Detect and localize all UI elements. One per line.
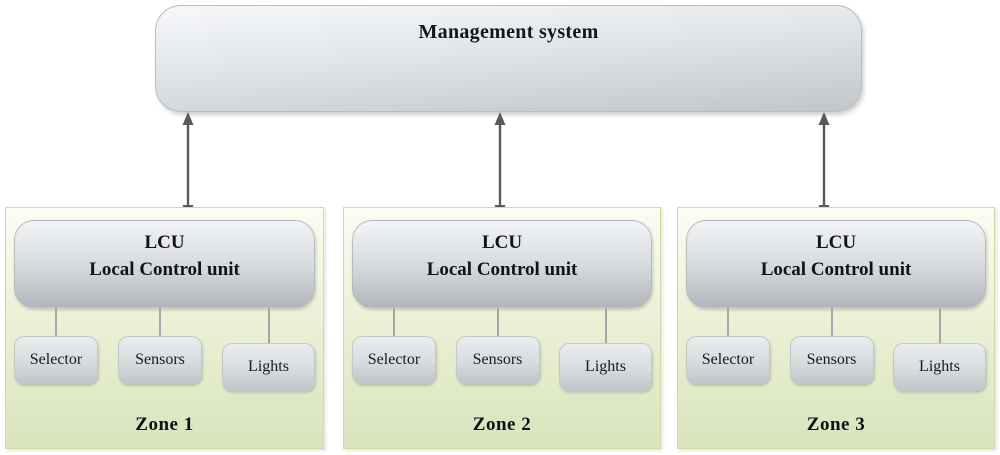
zone3-container: LCU Local Control unit Selector Sensors … <box>677 207 995 449</box>
connector-line <box>604 308 607 343</box>
lcu-title: LCU <box>144 232 185 253</box>
branch-lights: Lights <box>893 308 986 391</box>
sensors-box: Sensors <box>789 336 874 384</box>
selector-box: Selector <box>686 336 770 384</box>
zone2-label: Zone 2 <box>472 414 532 435</box>
branch-sensors: Sensors <box>789 308 874 384</box>
double-arrow-management-zone2-icon <box>494 112 506 218</box>
branch-selector: Selector <box>352 308 436 384</box>
branch-selector: Selector <box>14 308 98 384</box>
connector-line <box>938 308 941 343</box>
double-arrow-management-zone1-icon <box>182 112 194 218</box>
lcu-subtitle: Local Control unit <box>89 258 240 280</box>
zone2-branches: Selector Sensors Lights <box>344 308 660 391</box>
branch-lights: Lights <box>222 308 315 391</box>
zone3-label: Zone 3 <box>806 414 866 435</box>
double-arrow-management-zone3-icon <box>818 112 830 218</box>
lights-box: Lights <box>222 343 315 391</box>
lcu-subtitle: Local Control unit <box>760 258 912 280</box>
sensors-box: Sensors <box>118 336 202 384</box>
zone2-container: LCU Local Control unit Selector Sensors … <box>343 207 661 449</box>
zone3-branches: Selector Sensors Lights <box>678 308 994 391</box>
branch-selector: Selector <box>686 308 770 384</box>
lcu-subtitle: Local Control unit <box>426 258 578 280</box>
zone1-branches: Selector Sensors Lights <box>6 308 323 391</box>
lcu-title: LCU <box>815 232 857 253</box>
zone1-label: Zone 1 <box>135 414 194 435</box>
connector-line <box>830 308 833 336</box>
zone1-container: LCU Local Control unit Selector Sensors … <box>5 207 324 449</box>
branch-sensors: Sensors <box>118 308 202 384</box>
zone2-lcu-box: LCU Local Control unit <box>352 220 652 308</box>
branch-lights: Lights <box>559 308 652 391</box>
management-system-label: Management system <box>418 21 599 43</box>
zone1-lcu-box: LCU Local Control unit <box>14 220 315 308</box>
connector-line <box>267 308 270 343</box>
connector-line <box>393 308 395 336</box>
connector-line <box>496 308 499 336</box>
zone3-lcu-box: LCU Local Control unit <box>686 220 986 308</box>
management-system-box: Management system <box>155 5 862 112</box>
selector-box: Selector <box>14 336 98 384</box>
sensors-box: Sensors <box>455 336 540 384</box>
connector-line <box>55 308 57 336</box>
connector-line <box>159 308 161 336</box>
connector-line <box>727 308 729 336</box>
branch-sensors: Sensors <box>455 308 540 384</box>
lights-box: Lights <box>893 343 986 391</box>
lights-box: Lights <box>559 343 652 391</box>
selector-box: Selector <box>352 336 436 384</box>
lcu-title: LCU <box>481 232 523 253</box>
